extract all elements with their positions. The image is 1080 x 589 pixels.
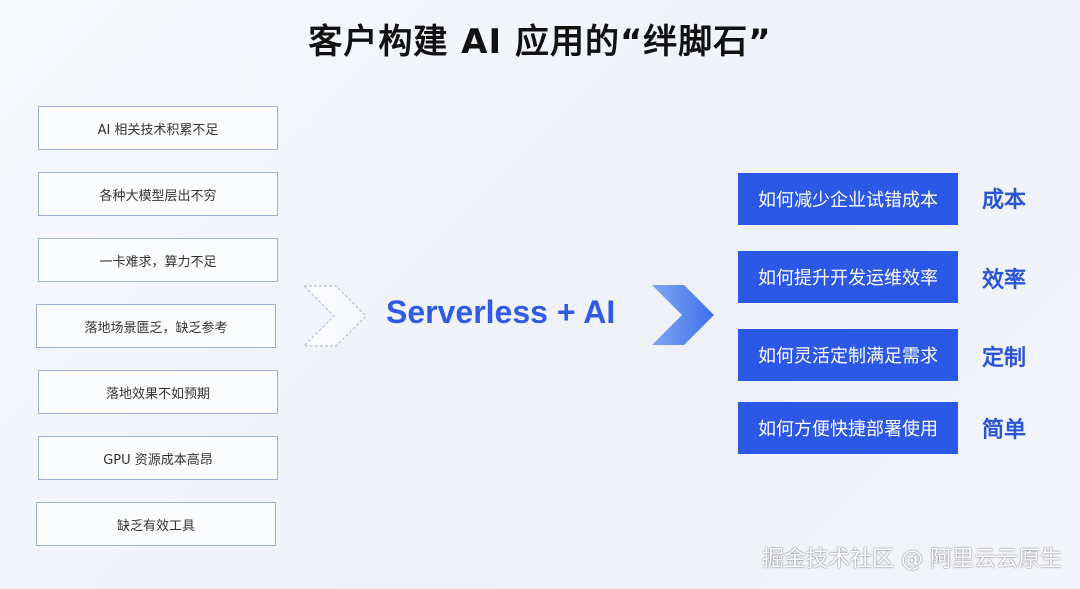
pain-point-item: GPU 资源成本高昂 [38, 436, 278, 480]
question-simplicity: 如何方便快捷部署使用 [738, 402, 958, 454]
question-efficiency: 如何提升开发运维效率 [738, 251, 958, 303]
pain-point-item: AI 相关技术积累不足 [38, 106, 278, 150]
question-customization: 如何灵活定制满足需求 [738, 329, 958, 381]
watermark: 掘金技术社区 @ 阿里云云原生 [762, 547, 1062, 572]
page-title: 客户构建 AI 应用的“绊脚石” [308, 22, 772, 62]
hollow-chevron-right-icon [302, 285, 367, 347]
pain-point-item: 落地场景匮乏，缺乏参考 [36, 304, 276, 348]
tag-cost: 成本 [982, 188, 1027, 213]
tag-efficiency: 效率 [982, 268, 1027, 293]
pain-point-item: 一卡难求，算力不足 [38, 238, 278, 282]
pain-point-item: 落地效果不如预期 [38, 370, 278, 414]
pain-point-list: AI 相关技术积累不足 各种大模型层出不穷 一卡难求，算力不足 落地场景匮乏，缺… [0, 0, 300, 589]
solid-chevron-right-icon [652, 285, 714, 345]
pain-point-item: 缺乏有效工具 [36, 502, 276, 546]
center-label: Serverless + AI [386, 294, 616, 330]
tag-simplicity: 简单 [982, 418, 1027, 443]
question-cost: 如何减少企业试错成本 [738, 173, 958, 225]
pain-point-item: 各种大模型层出不穷 [38, 172, 278, 216]
tag-customization: 定制 [982, 346, 1027, 371]
